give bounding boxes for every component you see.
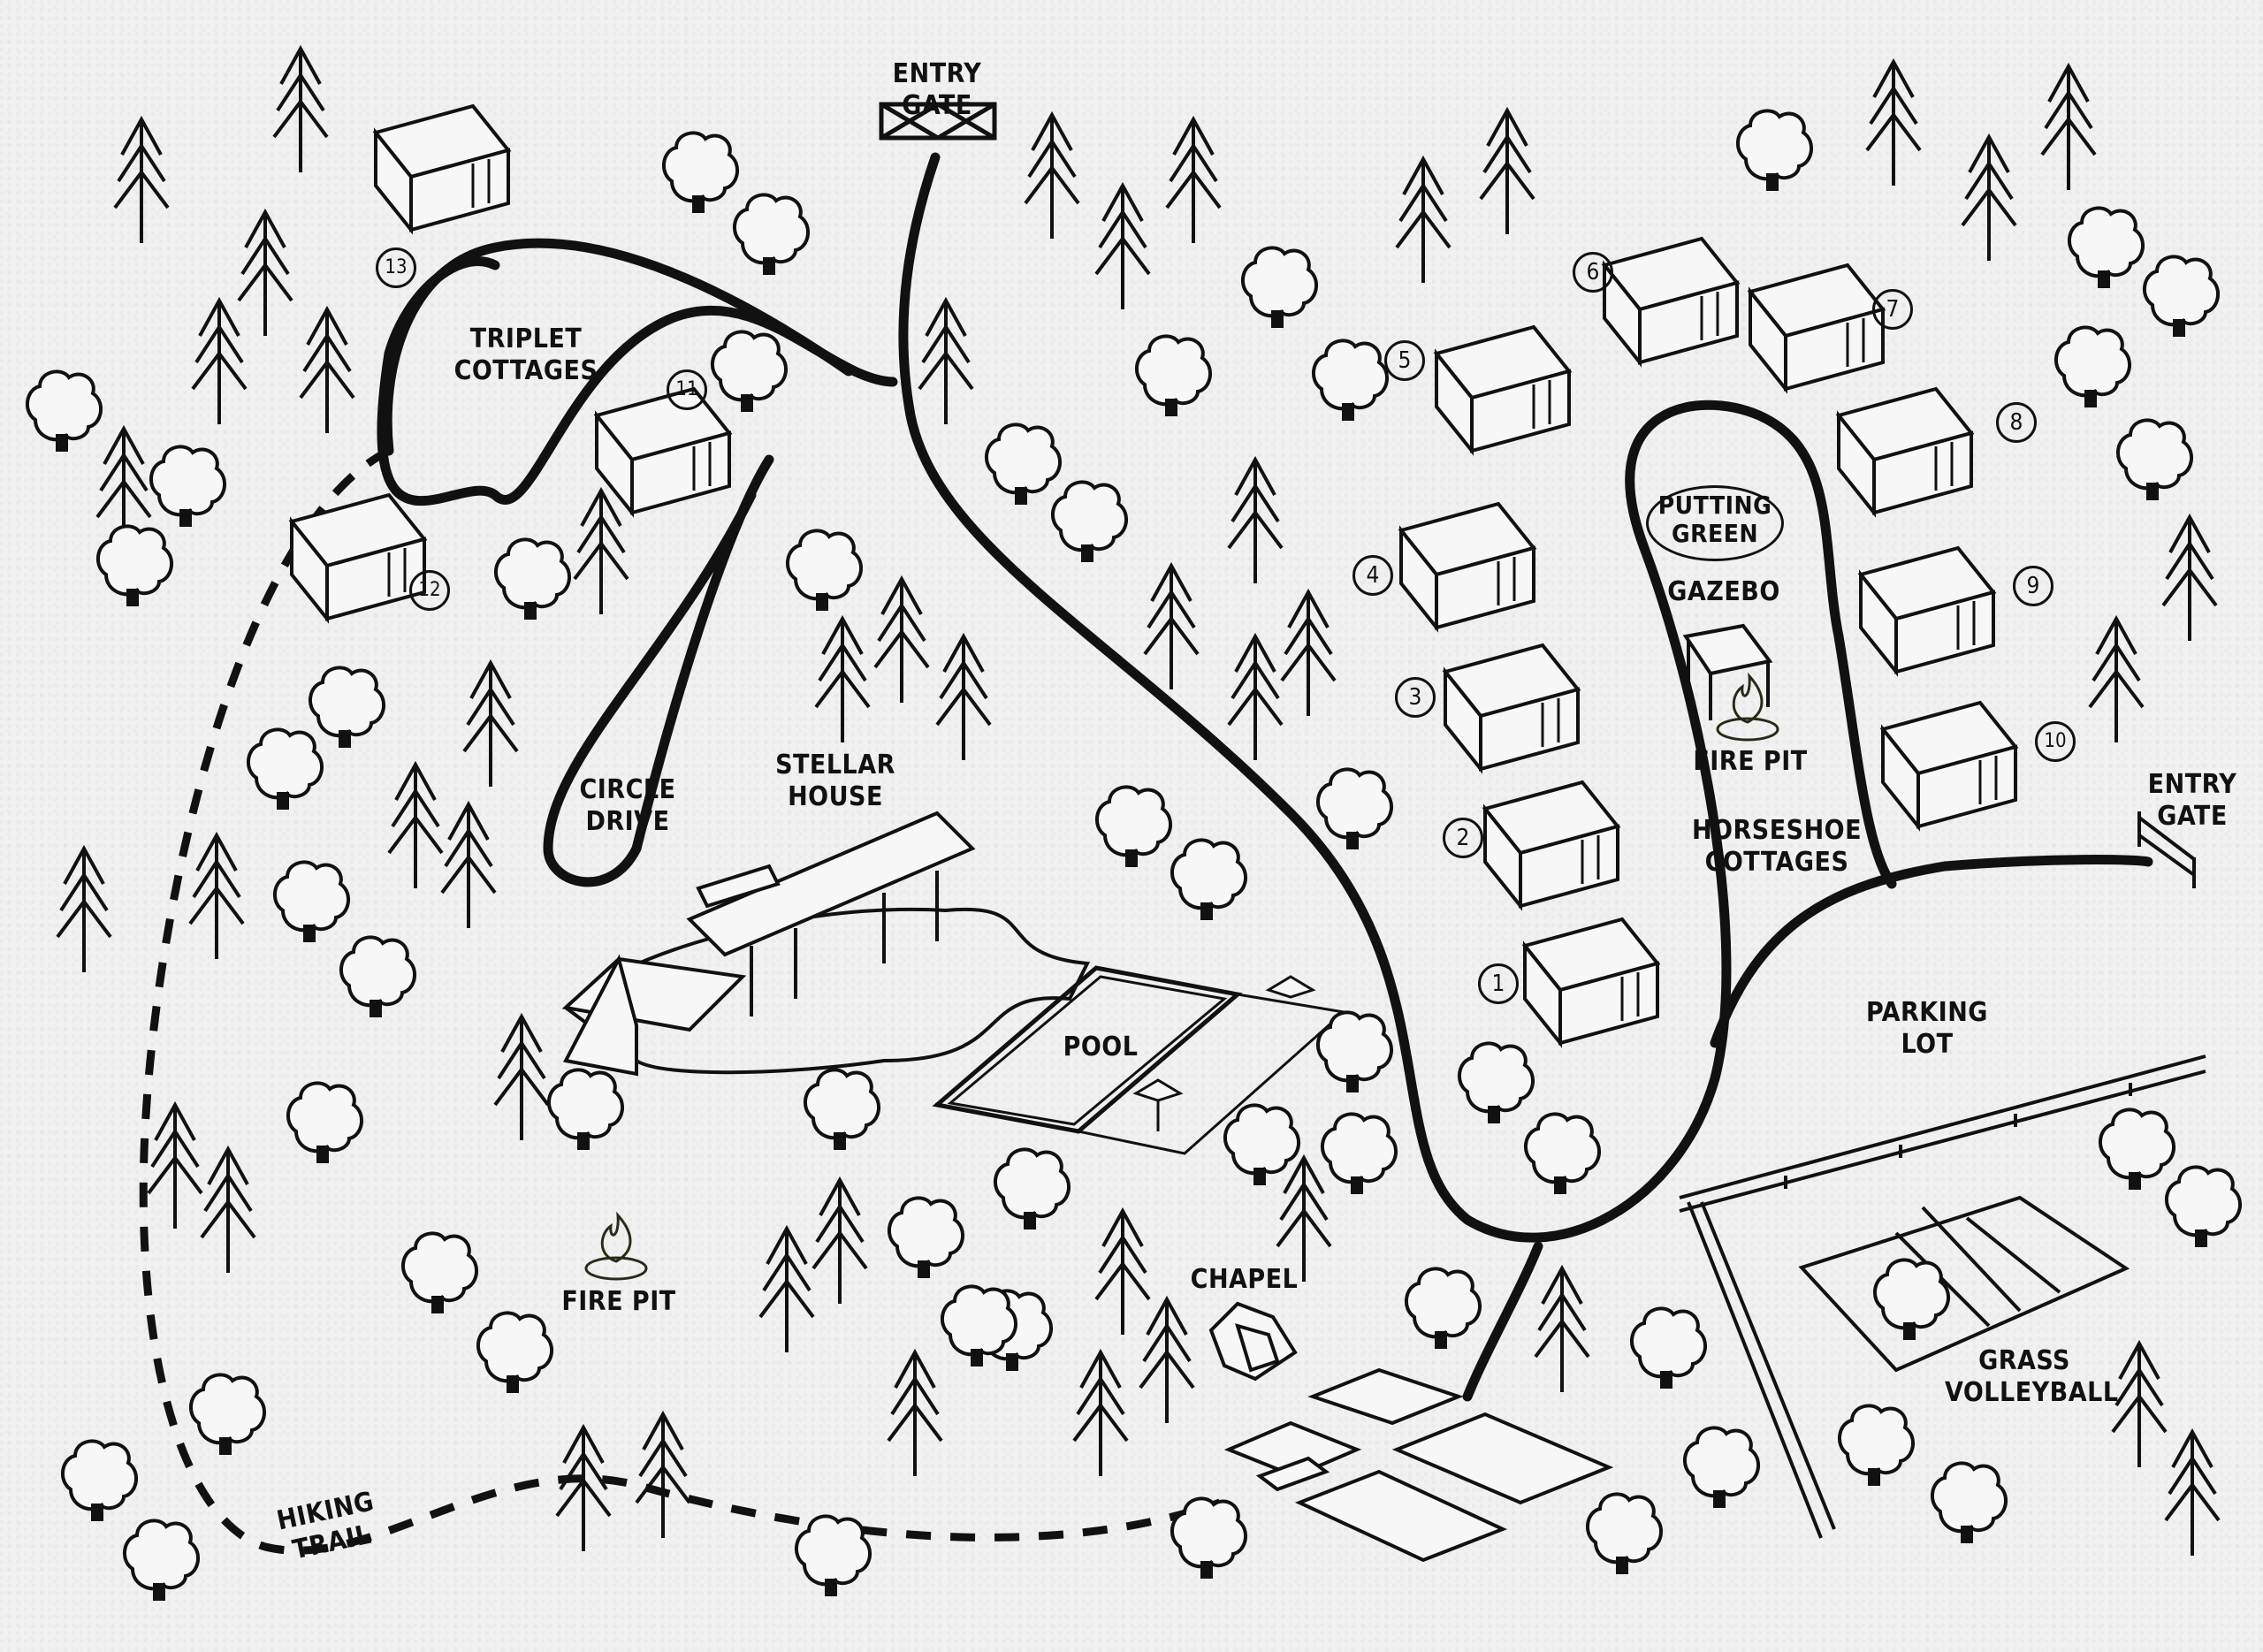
- cottage-number-12: 12: [409, 570, 450, 611]
- cottage-9-icon: [1859, 546, 1995, 674]
- fire-pit-west-icon: [584, 1214, 648, 1281]
- horseshoe-cottages-label: HORSESHOE COTTAGES: [1691, 815, 1863, 878]
- cottage-13-icon: [374, 104, 510, 232]
- cottage-10-icon: [1881, 701, 2017, 828]
- putting-green-label: PUTTING GREEN: [1657, 491, 1772, 548]
- fence-icon: [1679, 1054, 2206, 1539]
- deciduous-trees: [25, 109, 2243, 1603]
- cottage-number-10: 10: [2035, 721, 2076, 762]
- chapel-icon: [1208, 1301, 1298, 1382]
- triplet-cottages-label: TRIPLET COTTAGES: [453, 324, 598, 386]
- entry-gate-top-icon: [879, 102, 997, 141]
- cottage-6-icon: [1603, 237, 1739, 364]
- entry-gate-top-label: ENTRY GATE: [892, 58, 982, 121]
- cottage-11-icon: [595, 387, 731, 514]
- cottage-12-icon: [290, 493, 426, 620]
- cottage-number-4: 4: [1352, 555, 1393, 596]
- cottage-number-3: 3: [1395, 677, 1436, 718]
- gazebo-icon: [1682, 623, 1773, 720]
- circle-drive-label: CIRCLE DRIVE: [579, 774, 676, 837]
- stellar-house-label: STELLAR HOUSE: [775, 750, 895, 812]
- cottage-5-icon: [1435, 325, 1571, 453]
- chapel-label: CHAPEL: [1190, 1264, 1299, 1295]
- pool-label: POOL: [1063, 1032, 1139, 1062]
- stellar-house-icon: [561, 811, 1091, 1077]
- cottage-number-2: 2: [1443, 818, 1483, 858]
- cottage-number-11: 11: [667, 369, 707, 410]
- cottage-2-icon: [1483, 780, 1619, 908]
- cottage-number-5: 5: [1384, 340, 1425, 381]
- cottage-number-8: 8: [1996, 402, 2037, 443]
- volleyball-court-icon: [1798, 1195, 2130, 1373]
- dock-icon: [1223, 1367, 1614, 1563]
- entry-gate-right-icon: [2137, 811, 2196, 888]
- entry-gate-right-label: ENTRY GATE: [2147, 769, 2237, 832]
- grass-volleyball-label: GRASS VOLLEYBALL: [1945, 1345, 2119, 1408]
- cottage-number-6: 6: [1573, 252, 1613, 293]
- cottage-7-icon: [1749, 263, 1885, 391]
- cottage-number-13: 13: [376, 247, 416, 288]
- cottage-number-1: 1: [1478, 963, 1519, 1004]
- gazebo-label: GAZEBO: [1667, 576, 1780, 607]
- fire-pit-west-label: FIRE PIT: [561, 1286, 676, 1317]
- pool-umbrella-icons: [1132, 975, 1316, 1131]
- parking-lot-label: PARKING LOT: [1866, 997, 1988, 1060]
- cottage-1-icon: [1523, 917, 1659, 1045]
- cottage-3-icon: [1444, 643, 1580, 771]
- fire-pit-gazebo-label: FIRE PIT: [1693, 746, 1808, 777]
- roads: [377, 152, 2153, 1402]
- cottage-number-9: 9: [2013, 566, 2053, 606]
- cottage-8-icon: [1837, 387, 1973, 514]
- cottage-number-7: 7: [1872, 289, 1913, 330]
- cottage-4-icon: [1399, 502, 1535, 629]
- hiking-trail: [139, 446, 1222, 1555]
- putting-green-outline: [1646, 485, 1784, 561]
